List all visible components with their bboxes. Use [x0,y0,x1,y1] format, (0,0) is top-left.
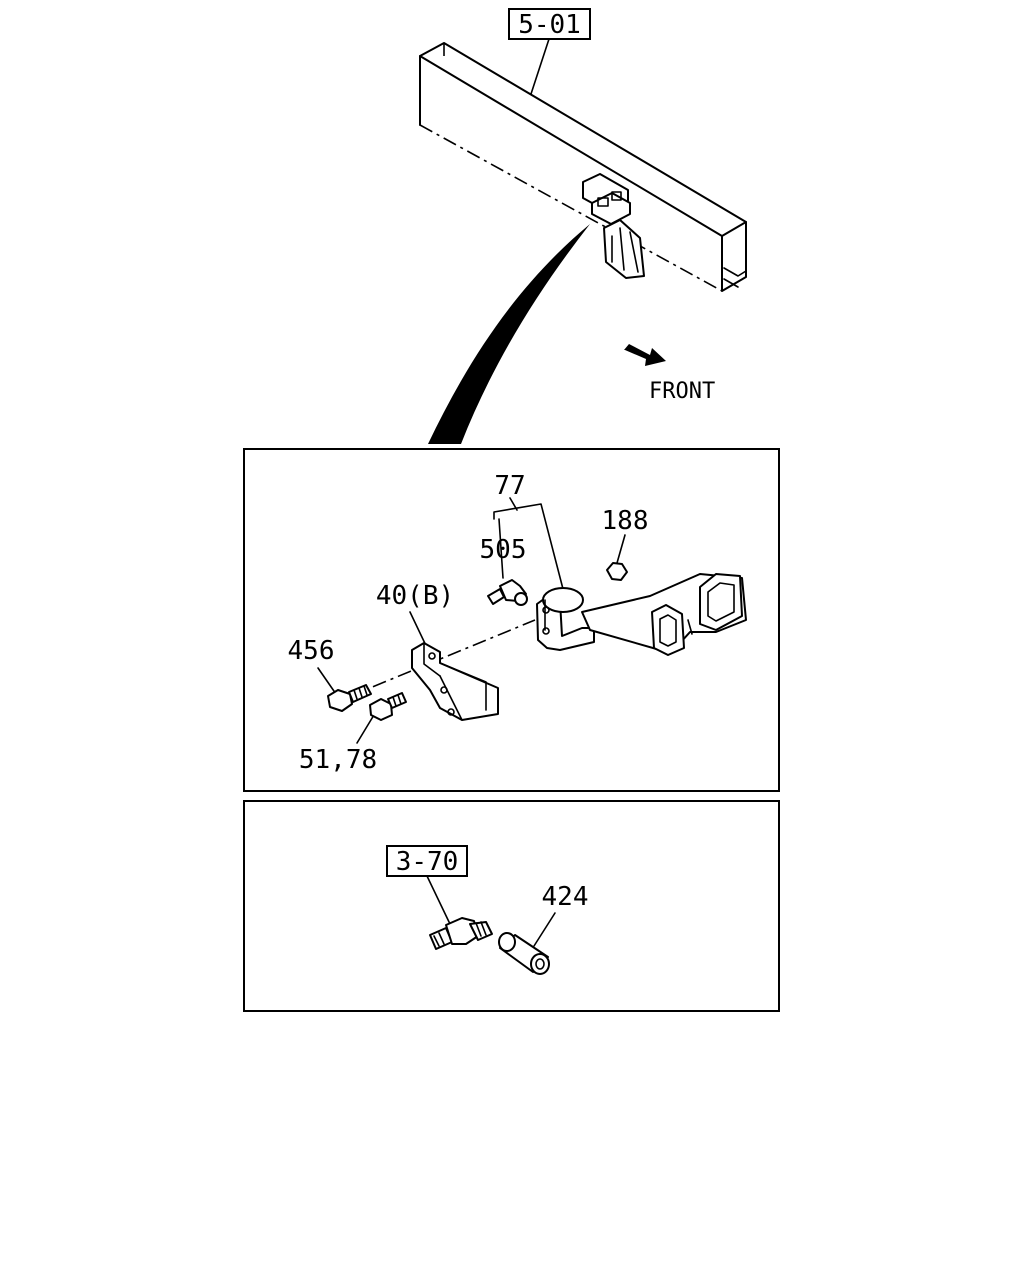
callout-77[interactable]: 77 [494,471,525,501]
callout-505[interactable]: 505 [480,535,527,565]
callout-456[interactable]: 456 [288,636,335,666]
frame-crossmember [419,42,747,292]
front-indicator: FRONT [624,344,715,404]
fitting-505 [487,579,528,606]
callout-424[interactable]: 424 [542,882,589,912]
bolt-51-78 [369,692,407,721]
bolt-456 [327,684,372,712]
detail-box-main [243,448,780,792]
frame-bracket-assembly [582,173,645,279]
hose-reference[interactable]: 3-70 [386,845,468,877]
callout-51-78[interactable]: 51,78 [299,745,377,775]
hanger-assembly-77 [536,573,747,656]
front-label: FRONT [649,379,715,404]
leader-lines-bushing [426,875,556,947]
detail-pointer-arrow [428,224,590,444]
frame-reference[interactable]: 5-01 [508,8,591,40]
hose-reference-label: 3-70 [396,847,459,877]
nut-188 [606,562,628,581]
frame-reference-leader [530,38,550,95]
detail-box-bushing [243,800,780,1012]
callout-188[interactable]: 188 [602,506,649,536]
bushing-424 [498,932,550,975]
callout-40b[interactable]: 40(B) [376,581,454,611]
elbow-fitting [429,917,493,950]
bracket-40b [411,642,499,721]
frame-reference-label: 5-01 [518,10,581,40]
front-arrow-icon [624,344,666,366]
